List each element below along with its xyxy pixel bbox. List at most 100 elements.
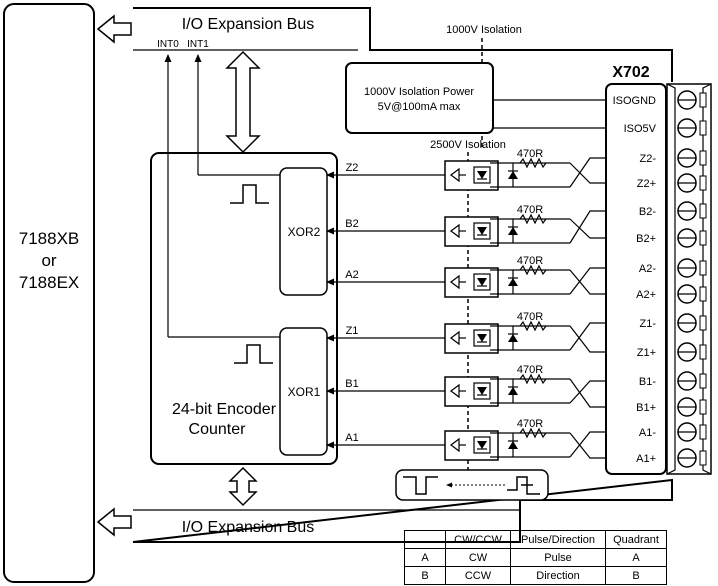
mode-table-header-cell: Quadrant [605, 530, 667, 549]
mode-table-header-cell: Pulse/Direction [510, 530, 606, 549]
signal-label: Z1 [346, 325, 359, 337]
pulse-icon [234, 344, 273, 364]
connector-pin-label: ISO5V [624, 123, 657, 135]
terminal-clamp [699, 203, 707, 219]
connector-pin-label: A1+ [636, 453, 656, 465]
signal-label: A1 [345, 432, 358, 444]
connector-pin-label: Z1- [640, 318, 657, 330]
opto-led-symbol [477, 278, 487, 286]
inverted-pulse-icon [507, 476, 540, 495]
isolation-power-box [345, 62, 494, 134]
mode-table-cell: CCW [445, 566, 511, 585]
mode-table-cell: B [605, 566, 667, 585]
terminal-clamp [699, 424, 707, 440]
connector-pin-label: Z1+ [637, 347, 656, 359]
signal-label: B1 [345, 378, 358, 390]
connector-pins: ISOGNDISO5VZ2-Z2+B2-B2+A2-A2+Z1-Z1+B1-B1… [613, 90, 707, 468]
crossed-wire [569, 431, 607, 458]
isolation-1000v-label: 1000V Isolation [446, 24, 522, 36]
crossed-wire [569, 378, 607, 408]
protection-diode [508, 171, 518, 179]
crossed-wire [569, 380, 607, 404]
int0-label: INT0 [157, 39, 179, 50]
connector-block [605, 83, 667, 475]
terminal-strip-edge [702, 83, 712, 475]
crossed-wire [569, 218, 607, 239]
protection-diode [508, 334, 518, 342]
mode-table-cell: CW [445, 548, 511, 567]
resistor-label: 470R [517, 364, 543, 376]
crossed-wire [569, 325, 607, 353]
connector-pin-label: B2+ [636, 233, 656, 245]
resistor-icon [519, 157, 547, 169]
connector-pin-label: ISOGND [613, 95, 656, 107]
terminal-clamp [699, 230, 707, 246]
xor2-label: XOR2 [288, 225, 321, 239]
signal-label: B2 [345, 218, 358, 230]
double-arrow-icon [225, 50, 261, 154]
mode-table-row: A CW Pulse A [404, 548, 667, 567]
crossed-wire [569, 322, 607, 351]
protection-diode [508, 441, 518, 449]
connector-pin-label: B1- [639, 376, 656, 388]
terminal-clamp [699, 344, 707, 360]
mode-table-cell: A [605, 548, 667, 567]
arrow-left-icon [96, 14, 132, 44]
connector-title: X702 [612, 64, 649, 81]
input-channel: Z2 470R [326, 148, 607, 191]
resistor-icon [519, 427, 547, 439]
io-bus-bottom-label: I/O Expansion Bus [182, 519, 315, 536]
protection-diode [508, 227, 518, 235]
terminal-clamp [699, 120, 707, 136]
resistor-icon [519, 320, 547, 332]
pulse-icon [230, 184, 269, 204]
signal-label: Z2 [346, 162, 359, 174]
resistor-icon [519, 213, 547, 225]
counter-label-line1: 24-bit Encoder [172, 401, 277, 418]
mode-table-header-cell: CW/CCW [445, 530, 511, 549]
signal-label: A2 [345, 269, 358, 281]
input-channel: A1 470R [326, 418, 607, 461]
terminal-clamp [699, 450, 707, 466]
protection-diode [508, 278, 518, 286]
terminal-clamp [699, 175, 707, 191]
terminal-clamp [699, 399, 707, 415]
terminal-clamp [699, 373, 707, 389]
resistor-label: 470R [517, 148, 543, 160]
terminal-strip-edge [666, 83, 676, 475]
host-name-line3: 7188EX [19, 273, 80, 292]
crossed-wire [569, 432, 607, 459]
connector-pin-label: Z2+ [637, 178, 656, 190]
resistor-label: 470R [517, 418, 543, 430]
xor1-label: XOR1 [288, 385, 321, 399]
protection-diode [508, 387, 518, 395]
pulse-icon [403, 476, 438, 495]
connector-pin-label: A2+ [636, 289, 656, 301]
resistor-icon [519, 264, 547, 276]
terminal-clamp [699, 260, 707, 276]
mode-table-cell: A [404, 548, 446, 567]
input-channel: Z1 470R [326, 311, 607, 354]
io-bus-top-label: I/O Expansion Bus [182, 16, 315, 33]
connector-pin-label: B2- [639, 206, 656, 218]
mode-table-cell: Pulse [510, 548, 606, 567]
opto-led-symbol [477, 441, 487, 449]
resistor-label: 470R [517, 311, 543, 323]
resistor-icon [519, 373, 547, 385]
crossed-wire [569, 162, 607, 184]
isolation-power-line2: 5V@100mA max [378, 101, 461, 113]
crossed-wire [569, 157, 607, 188]
host-controller-box [3, 3, 95, 583]
host-name-line2: or [41, 251, 56, 270]
mode-table-cell: B [404, 566, 446, 585]
mode-table-header-cell [404, 530, 446, 549]
connector-pin-label: A1- [639, 427, 656, 439]
mode-table-cell: Direction [510, 566, 606, 585]
host-name-line1: 7188XB [19, 229, 80, 248]
isolation-2500v-label: 2500V Isolation [430, 139, 506, 151]
crossed-wire [569, 269, 607, 295]
terminal-clamp [699, 286, 707, 302]
